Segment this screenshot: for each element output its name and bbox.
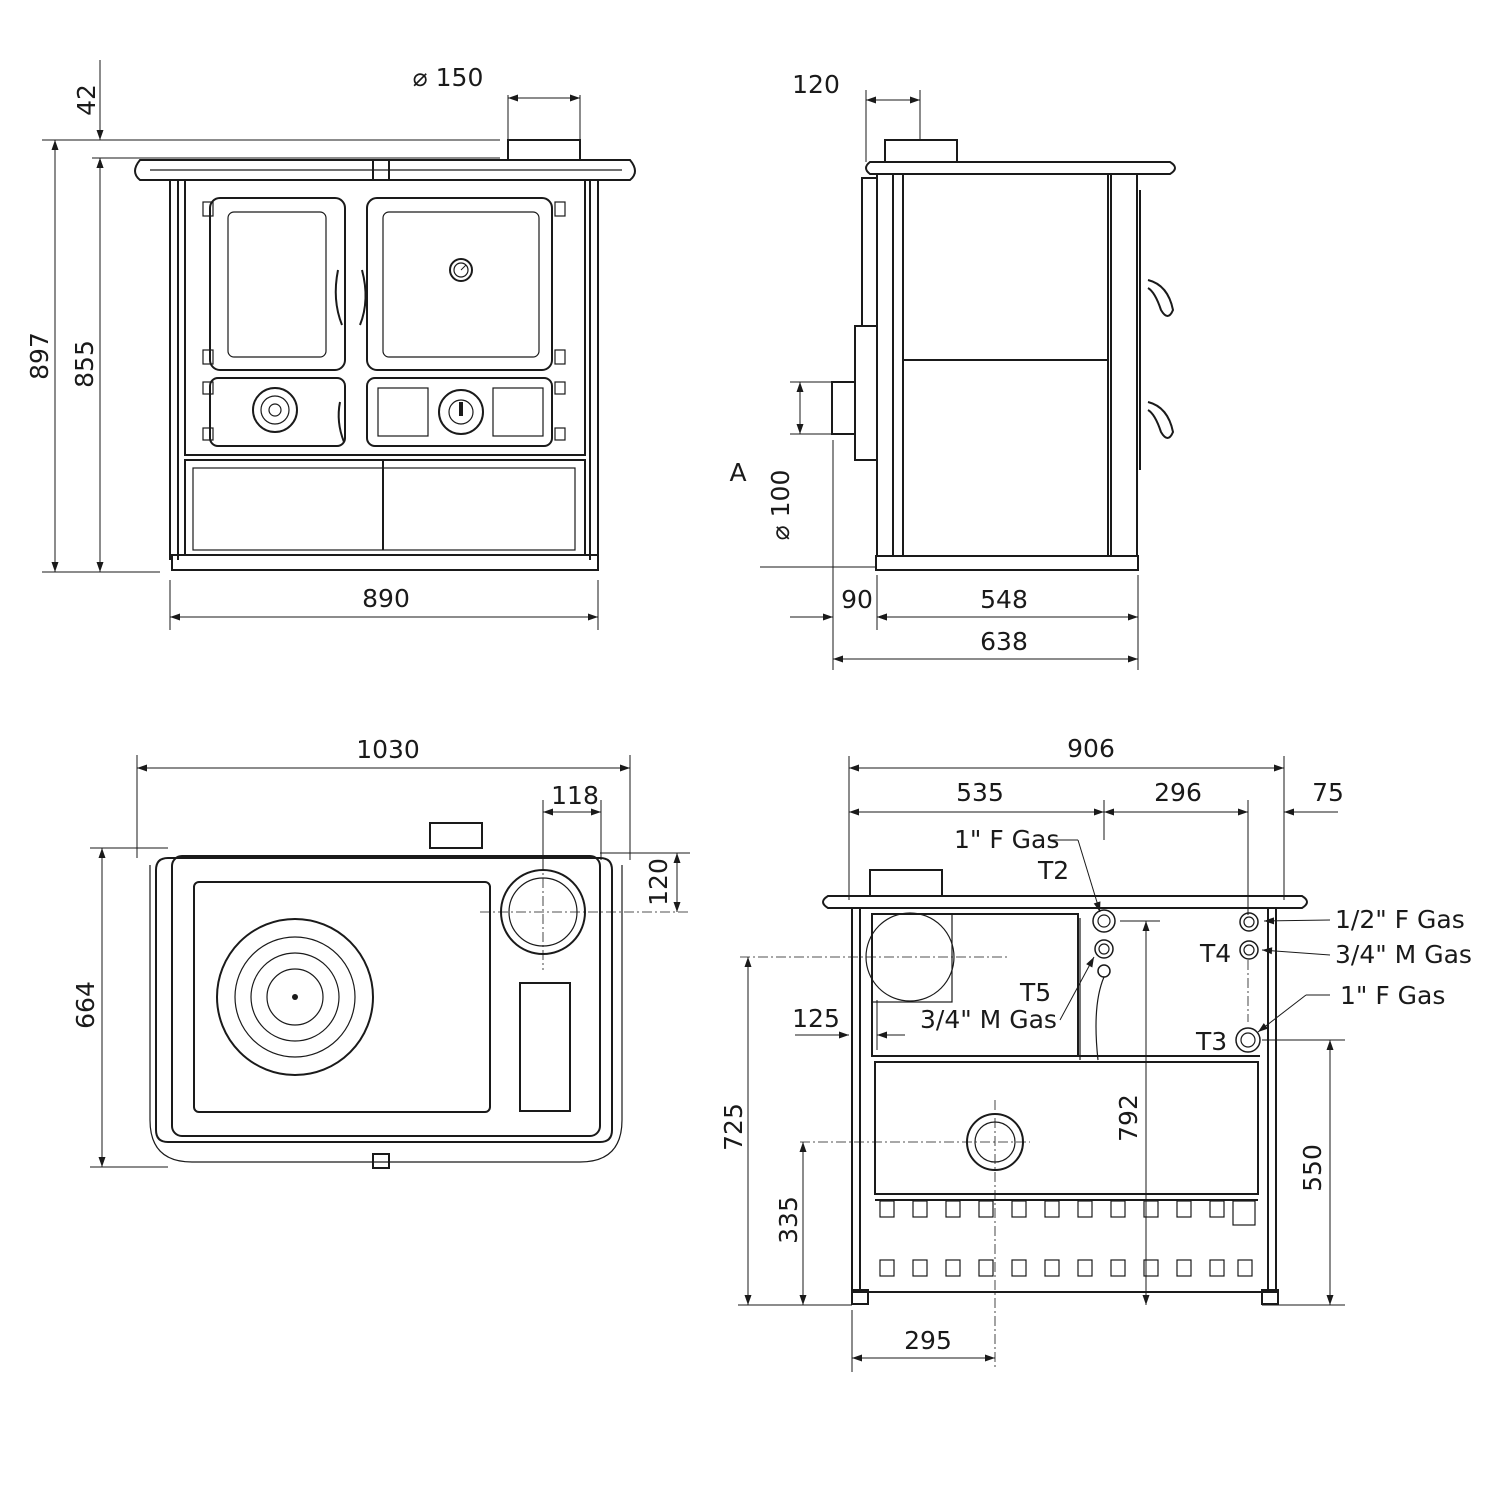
label-t4-spec-lower: 3/4" M Gas	[1335, 940, 1472, 969]
dim-rear-t2-height: 792	[1114, 1094, 1143, 1142]
dim-rear-left-to-t2: 535	[956, 778, 1004, 807]
dim-rear-flue-height: 725	[719, 1103, 748, 1151]
dim-body-depth: 548	[980, 585, 1028, 614]
dim-width: 890	[362, 584, 410, 613]
rear-dimensions	[738, 756, 1345, 1372]
dim-rear-offset: 90	[841, 585, 873, 614]
dim-top-depth: 664	[71, 981, 100, 1029]
top-dimensions	[90, 755, 690, 1168]
rear-vent-slots	[879, 1200, 1256, 1277]
dim-flue-diameter: ⌀ 150	[413, 63, 484, 92]
label-t2: T2	[1037, 856, 1069, 885]
rear-stove-body	[740, 869, 1308, 1305]
dim-rear-t3-to-edge: 75	[1312, 778, 1344, 807]
dim-flue-offset: 120	[792, 70, 840, 99]
side-stove-body	[831, 139, 1176, 571]
air-inlet-icon	[800, 1100, 1030, 1370]
front-view: 42 ⌀ 150 897 855 890	[25, 60, 636, 630]
front-dimensions	[42, 60, 599, 630]
dim-rear-t2-to-t3: 296	[1154, 778, 1202, 807]
dim-rear-flue-axis: 125	[792, 1004, 840, 1033]
dim-top-overhang: 42	[72, 84, 101, 116]
thermostat-knob-icon	[438, 389, 484, 435]
dim-top-flue-y: 120	[644, 858, 673, 906]
thermometer-gauge-icon	[449, 258, 473, 282]
dim-rear-t3-height: 550	[1298, 1144, 1327, 1192]
label-t5-spec: 3/4" M Gas	[920, 1005, 1057, 1034]
air-damper-dial-icon	[252, 387, 298, 433]
dim-total-height: 897	[25, 332, 54, 380]
dim-hob-height: 855	[70, 340, 99, 388]
top-view: 1030 118 120 664	[71, 735, 690, 1169]
dim-rear-inlet-height: 335	[774, 1196, 803, 1244]
label-t4-spec-upper: 1/2" F Gas	[1335, 905, 1465, 934]
rear-view: 906 535 296 75 1" F Gas T2 T5 3/4" M Gas…	[719, 734, 1472, 1372]
rear-leaders	[1050, 839, 1331, 1033]
label-a: A	[729, 458, 746, 487]
label-t5: T5	[1019, 978, 1051, 1007]
connection-fittings	[1079, 909, 1261, 1061]
side-dimensions	[760, 90, 1139, 670]
dim-inlet-diameter: ⌀ 100	[766, 470, 795, 541]
label-t3: T3	[1195, 1027, 1227, 1056]
dim-total-depth: 638	[980, 627, 1028, 656]
dim-rear-total-width: 906	[1067, 734, 1115, 763]
front-stove-body	[134, 139, 636, 571]
dim-rear-inlet-x: 295	[904, 1326, 952, 1355]
dim-top-total-width: 1030	[356, 735, 420, 764]
label-t2-spec: 1" F Gas	[954, 825, 1059, 854]
label-t3-spec: 1" F Gas	[1340, 981, 1445, 1010]
label-t4: T4	[1199, 939, 1231, 968]
side-view: 120 A ⌀ 100 90 548 638	[729, 70, 1176, 670]
dim-top-flue-x: 118	[551, 781, 599, 810]
top-stove-body	[149, 822, 690, 1169]
